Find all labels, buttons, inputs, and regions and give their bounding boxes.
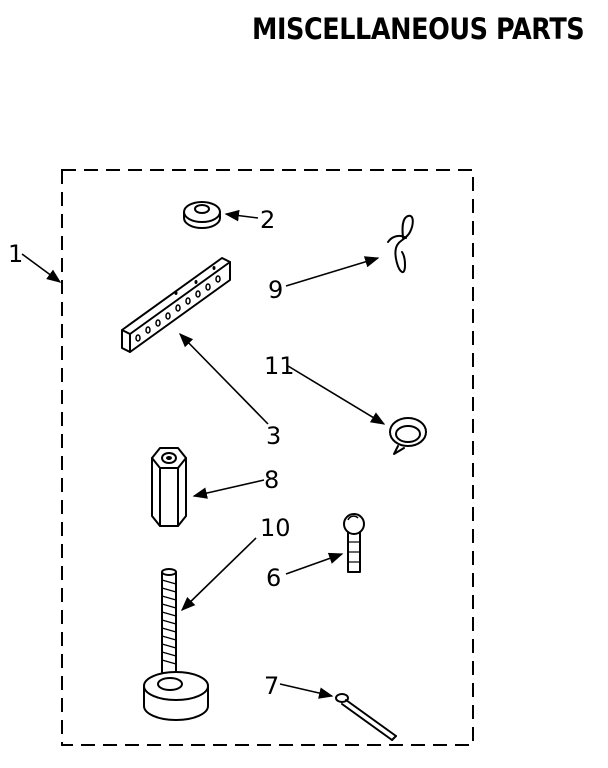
leader-10	[180, 537, 257, 612]
callout-8: 8	[264, 466, 279, 494]
leader-6	[285, 552, 344, 575]
bolt-part	[343, 513, 365, 573]
leader-3	[178, 332, 269, 425]
bracket-strip-part	[121, 257, 231, 353]
hook-clip-part	[387, 214, 414, 274]
callout-11: 11	[264, 352, 295, 380]
callout-2: 2	[260, 206, 275, 234]
leader-1	[21, 253, 62, 283]
clamp-ring-part	[389, 417, 427, 455]
callout-7: 7	[264, 672, 279, 700]
callout-10: 10	[260, 514, 291, 542]
leader-7	[279, 683, 334, 699]
callout-3: 3	[266, 422, 281, 450]
leader-9	[285, 256, 380, 287]
callout-6: 6	[266, 564, 281, 592]
leveling-leg-part	[143, 568, 209, 721]
washer-part	[183, 201, 221, 229]
kit-boundary	[61, 169, 474, 746]
leader-2	[224, 209, 259, 222]
page-title: MISCELLANEOUS PARTS	[252, 12, 585, 46]
leader-11	[287, 365, 386, 425]
callout-9: 9	[268, 276, 283, 304]
hex-nut-part	[151, 447, 187, 527]
leader-8	[192, 479, 265, 499]
callout-1: 1	[8, 240, 23, 268]
pin-part	[335, 693, 397, 741]
